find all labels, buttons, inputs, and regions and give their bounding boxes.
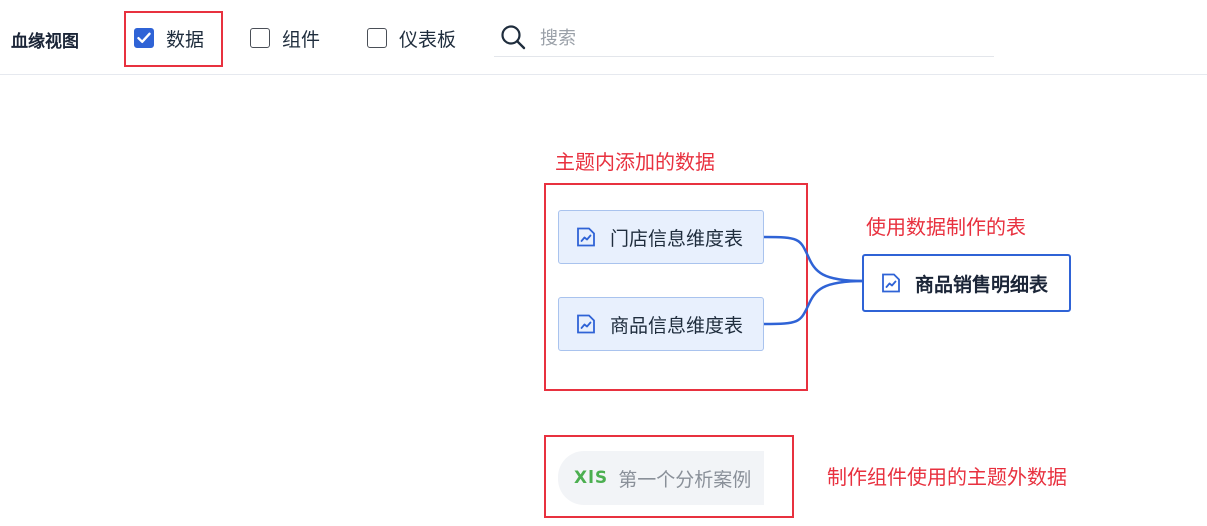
checkbox-checked-icon[interactable] — [134, 28, 154, 48]
view-title: 血缘视图 — [11, 32, 79, 52]
filter-component-label: 组件 — [282, 28, 321, 51]
search-input[interactable]: 搜索 — [540, 28, 576, 49]
node-label: 商品信息维度表 — [610, 314, 744, 337]
lineage-node-sales-detail[interactable]: 商品销售明细表 — [862, 254, 1071, 312]
lineage-node-store-dimension[interactable]: 门店信息维度表 — [558, 210, 764, 264]
search-icon[interactable] — [500, 24, 526, 50]
highlight-source-group — [544, 183, 808, 391]
highlight-data-filter — [124, 11, 223, 67]
filter-dashboard-checkbox[interactable]: 仪表板 — [367, 24, 456, 52]
filter-data-checkbox[interactable]: 数据 — [134, 24, 204, 52]
lineage-node-external-analysis[interactable]: XlS 第一个分析案例 — [558, 451, 764, 505]
filter-component-checkbox[interactable]: 组件 — [250, 24, 320, 52]
highlight-external-group — [544, 435, 794, 518]
checkbox-unchecked-icon[interactable] — [250, 28, 270, 48]
xls-file-icon: XlS — [574, 468, 609, 488]
node-label: 第一个分析案例 — [618, 468, 752, 491]
node-label: 商品销售明细表 — [915, 273, 1049, 296]
chart-table-icon — [880, 272, 902, 294]
lineage-node-product-dimension[interactable]: 商品信息维度表 — [558, 297, 764, 351]
checkbox-unchecked-icon[interactable] — [367, 28, 387, 48]
connector-product-to-sales — [763, 279, 865, 326]
search-box[interactable]: 搜索 — [494, 18, 994, 57]
chart-table-icon — [575, 226, 597, 248]
annotation-made-table: 使用数据制作的表 — [866, 215, 1026, 239]
annotation-topic-data: 主题内添加的数据 — [555, 150, 715, 174]
filter-dashboard-label: 仪表板 — [399, 28, 457, 51]
annotation-external-data: 制作组件使用的主题外数据 — [827, 465, 1067, 489]
connector-store-to-sales — [763, 235, 865, 283]
filter-data-label: 数据 — [166, 28, 205, 51]
node-label: 门店信息维度表 — [610, 227, 744, 250]
chart-table-icon — [575, 313, 597, 335]
